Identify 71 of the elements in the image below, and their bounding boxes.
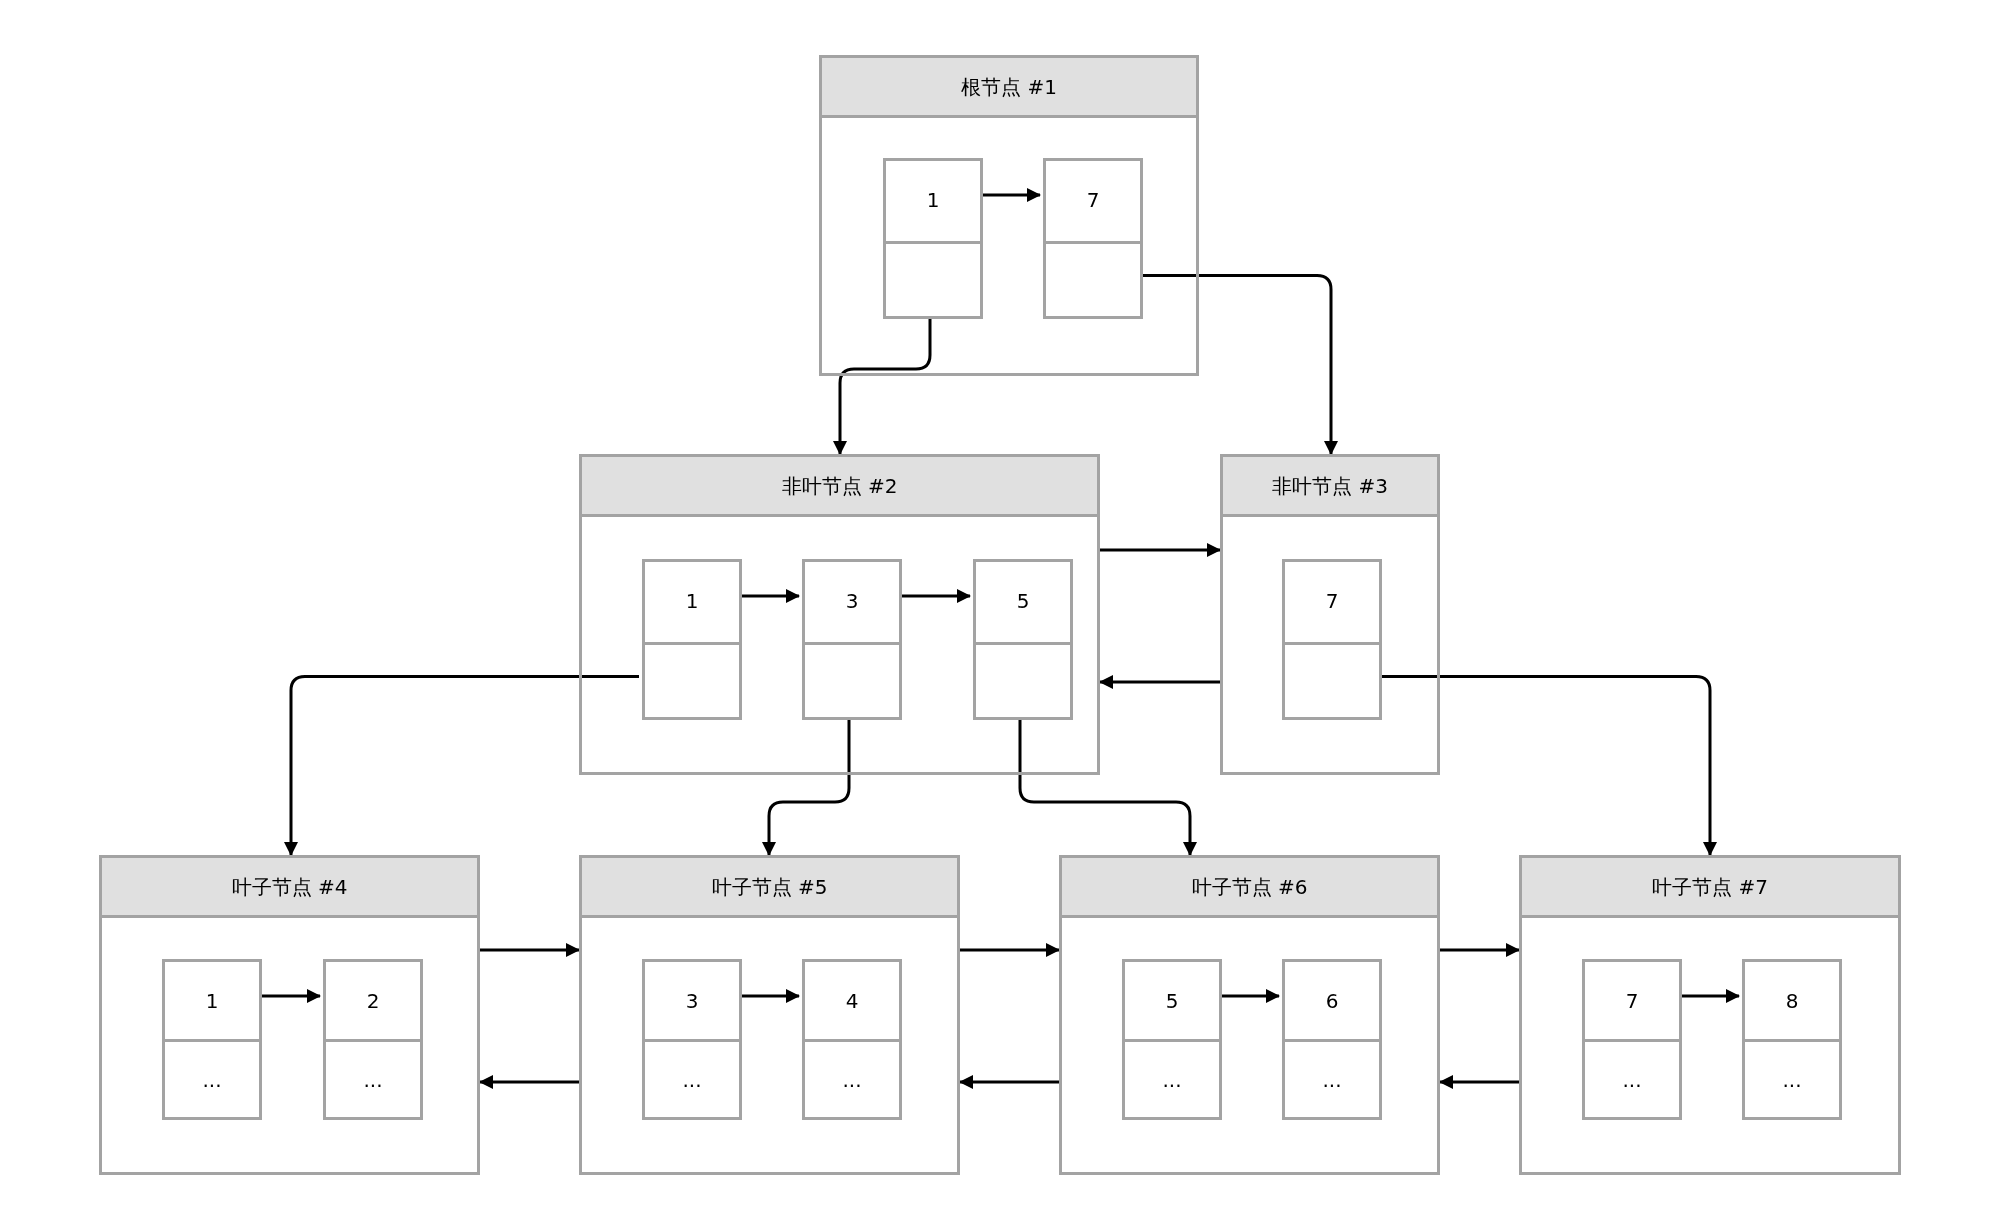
- data-value: ...: [202, 1066, 222, 1094]
- arrow: [833, 316, 932, 455]
- arrow: [1018, 717, 1197, 856]
- tree-node-box: [1220, 454, 1440, 775]
- arrow: [1440, 943, 1520, 957]
- key-cell: [973, 559, 1073, 720]
- key-value: 5: [1165, 987, 1179, 1015]
- key-cell: [1282, 559, 1382, 720]
- tree-node-box: [579, 855, 960, 1175]
- key-value: 7: [1325, 587, 1339, 615]
- key-value: 7: [1625, 987, 1639, 1015]
- tree-node-box: [99, 855, 480, 1175]
- node-title: 叶子节点 #4: [231, 873, 348, 901]
- data-value: ...: [1322, 1066, 1342, 1094]
- key-cell: [1742, 959, 1842, 1120]
- key-cell: [883, 158, 983, 319]
- node-title: 叶子节点 #5: [711, 873, 828, 901]
- arrow: [959, 1075, 1059, 1089]
- arrow: [960, 943, 1060, 957]
- node-title: 叶子节点 #7: [1652, 873, 1768, 901]
- node-title: 叶子节点 #6: [1191, 873, 1308, 901]
- key-value: 7: [1086, 186, 1100, 214]
- arrow: [284, 675, 639, 856]
- arrow: [1219, 989, 1280, 1003]
- arrow: [980, 188, 1041, 202]
- data-value: ...: [682, 1066, 702, 1094]
- key-cell: [802, 959, 902, 1120]
- arrow: [1099, 675, 1220, 689]
- arrow: [762, 717, 851, 856]
- key-value: 5: [1016, 587, 1030, 615]
- key-value: 1: [685, 587, 699, 615]
- arrow: [1140, 274, 1338, 455]
- key-cell: [323, 959, 423, 1120]
- key-value: 4: [845, 987, 859, 1015]
- key-cell: [642, 959, 742, 1120]
- arrow: [1439, 1075, 1519, 1089]
- node-title: 非叶节点 #3: [1272, 472, 1388, 500]
- arrow: [899, 589, 971, 603]
- tree-node-box: [579, 454, 1100, 775]
- data-value: ...: [1782, 1066, 1802, 1094]
- key-cell: [162, 959, 262, 1120]
- key-value: 1: [926, 186, 940, 214]
- tree-node-box: [1059, 855, 1440, 1175]
- key-value: 1: [205, 987, 219, 1015]
- data-value: ...: [363, 1066, 383, 1094]
- key-value: 2: [366, 987, 380, 1015]
- arrow: [480, 943, 580, 957]
- arrow: [739, 989, 800, 1003]
- key-value: 3: [685, 987, 699, 1015]
- key-cell: [1122, 959, 1222, 1120]
- key-cell: [1582, 959, 1682, 1120]
- key-value: 8: [1785, 987, 1799, 1015]
- data-value: ...: [842, 1066, 862, 1094]
- node-title: 根节点 #1: [961, 73, 1057, 101]
- arrow: [1379, 675, 1717, 856]
- data-value: ...: [1162, 1066, 1182, 1094]
- arrow: [1679, 989, 1740, 1003]
- arrow: [739, 589, 800, 603]
- key-cell: [1282, 959, 1382, 1120]
- data-value: ...: [1622, 1066, 1642, 1094]
- key-value: 6: [1325, 987, 1339, 1015]
- arrow: [259, 989, 321, 1003]
- tree-node-box: [1519, 855, 1901, 1175]
- tree-node-box: [819, 55, 1199, 376]
- arrow: [1100, 543, 1221, 557]
- node-title: 非叶节点 #2: [781, 472, 898, 500]
- key-cell: [802, 559, 902, 720]
- key-value: 3: [845, 587, 859, 615]
- key-cell: [1043, 158, 1143, 319]
- key-cell: [642, 559, 742, 720]
- arrow: [479, 1075, 579, 1089]
